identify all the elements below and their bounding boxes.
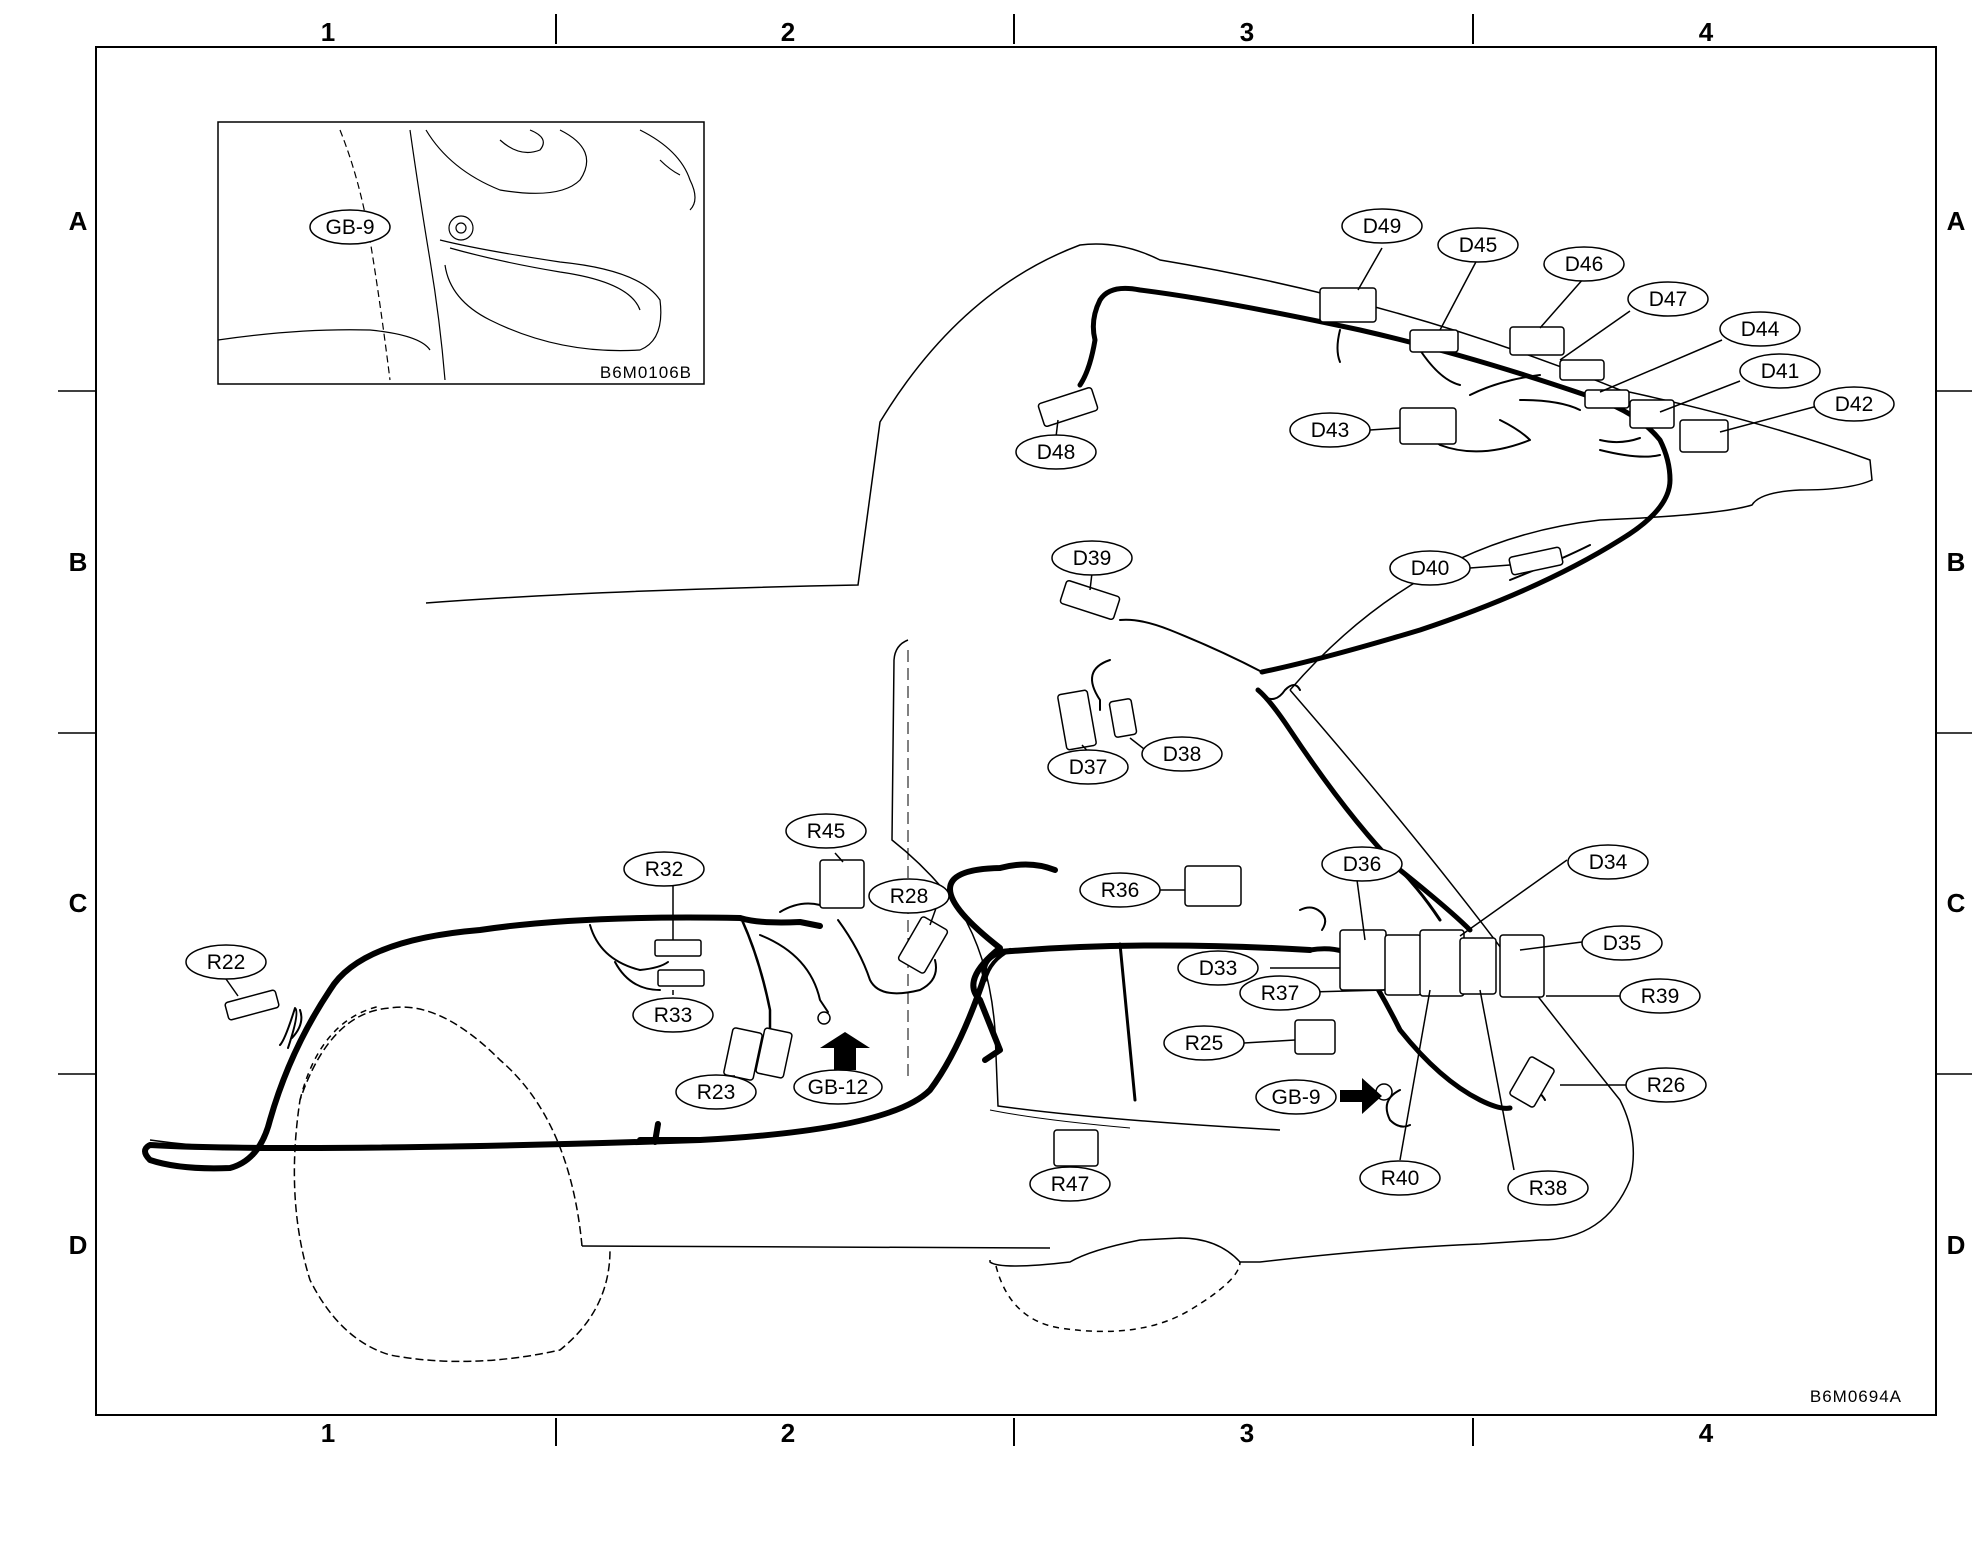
connector-callout-R32: R32 xyxy=(623,851,705,887)
arrow-icon xyxy=(820,1032,870,1070)
connector-label: R38 xyxy=(1529,1177,1568,1200)
connector-callout-D47: D47 xyxy=(1627,281,1709,317)
ground-callout-GB-9: GB-9 xyxy=(1255,1079,1337,1115)
connector-label: D46 xyxy=(1565,253,1604,276)
connector-label: R40 xyxy=(1381,1167,1420,1190)
connector-label: D39 xyxy=(1073,547,1112,570)
vehicle-outline xyxy=(149,243,1873,1363)
col-label-bottom-2: 2 xyxy=(781,1418,795,1448)
ground-callout-GB-12: GB-12 xyxy=(793,1069,883,1105)
connector-callout-D37: D37 xyxy=(1047,749,1129,785)
connector-label: D34 xyxy=(1589,851,1628,874)
connector-label: D47 xyxy=(1649,288,1688,311)
row-label-right-D: D xyxy=(1947,1230,1966,1260)
connector-callout-R36: R36 xyxy=(1079,872,1161,908)
row-label-right-B: B xyxy=(1947,547,1966,577)
connector-label: R26 xyxy=(1647,1074,1686,1097)
connector-label: R47 xyxy=(1051,1173,1090,1196)
connector-callout-D43: D43 xyxy=(1289,412,1371,448)
connector-callout-D39: D39 xyxy=(1051,540,1133,576)
connector-callout-D42: D42 xyxy=(1813,386,1895,422)
col-label-top-2: 2 xyxy=(781,17,795,47)
inset-ground-callout-GB-9: GB-9 xyxy=(309,209,391,245)
connector-label: D41 xyxy=(1761,360,1800,383)
connector-callout-D38: D38 xyxy=(1141,736,1223,772)
col-label-bottom-1: 1 xyxy=(321,1418,335,1448)
connector-label: R25 xyxy=(1185,1032,1224,1055)
connector-callout-D41: D41 xyxy=(1739,353,1821,389)
connector-callout-D40: D40 xyxy=(1389,550,1471,586)
callout-leaders xyxy=(225,247,1826,1171)
connector-label: R33 xyxy=(654,1004,693,1027)
connector-label: D33 xyxy=(1199,957,1238,980)
col-label-top-3: 3 xyxy=(1240,17,1254,47)
col-label-top-4: 4 xyxy=(1699,17,1714,47)
connector-callout-D36: D36 xyxy=(1321,846,1403,882)
connector-callout-R28: R28 xyxy=(868,878,950,914)
col-label-bottom-3: 3 xyxy=(1240,1418,1254,1448)
connector-label: D37 xyxy=(1069,756,1108,779)
connector-callout-D45: D45 xyxy=(1437,227,1519,263)
connector-label: R45 xyxy=(807,820,846,843)
diagram-frame xyxy=(58,14,1972,1446)
connector-callout-D35: D35 xyxy=(1581,925,1663,961)
connector-label: R28 xyxy=(890,885,929,908)
row-label-left-C: C xyxy=(69,888,88,918)
connector-label: R22 xyxy=(207,951,246,974)
row-label-left-A: A xyxy=(69,206,88,236)
connector-label: D45 xyxy=(1459,234,1498,257)
connector-label: R32 xyxy=(645,858,684,881)
col-label-top-1: 1 xyxy=(321,17,335,47)
connector-callout-R47: R47 xyxy=(1029,1166,1111,1202)
connector-callout-D33: D33 xyxy=(1177,950,1259,986)
grid-labels: 1 2 3 4 1 2 3 4 A B C D A B C D xyxy=(69,17,1966,1448)
connector-callout-R45: R45 xyxy=(785,813,867,849)
col-label-bottom-4: 4 xyxy=(1699,1418,1714,1448)
connector-callout-R39: R39 xyxy=(1619,978,1701,1014)
connector-label: R39 xyxy=(1641,985,1680,1008)
inset-ground-label: GB-9 xyxy=(325,216,374,239)
connector-label: R36 xyxy=(1101,879,1140,902)
connector-callout-D49: D49 xyxy=(1341,208,1423,244)
connector-label: D49 xyxy=(1363,215,1402,238)
connector-label: D43 xyxy=(1311,419,1350,442)
connector-callout-R26: R26 xyxy=(1625,1067,1707,1103)
connector-callout-R33: R33 xyxy=(632,997,714,1033)
arrow-icon xyxy=(1340,1078,1382,1114)
connector-callout-R25: R25 xyxy=(1163,1025,1245,1061)
connector-callout-R37: R37 xyxy=(1239,975,1321,1011)
ground-label: GB-12 xyxy=(808,1076,869,1099)
connector-label: D44 xyxy=(1741,318,1780,341)
callouts: D49 D45 D46 D47 D44 D41 D42 D43 D48 D39 … xyxy=(185,208,1895,1206)
ground-label: GB-9 xyxy=(1271,1086,1320,1109)
connector-callout-D44: D44 xyxy=(1719,311,1801,347)
connector-callout-R38: R38 xyxy=(1507,1170,1589,1206)
figure-code-main: B6M0694A xyxy=(1810,1387,1902,1406)
connector-callout-R22: R22 xyxy=(185,944,267,980)
connector-label: R23 xyxy=(697,1081,736,1104)
connector-callout-R40: R40 xyxy=(1359,1160,1441,1196)
connector-sketches xyxy=(224,287,1729,1167)
row-label-left-D: D xyxy=(69,1230,88,1260)
row-label-left-B: B xyxy=(69,547,88,577)
inset-ground-location xyxy=(217,121,705,385)
connector-callout-D34: D34 xyxy=(1567,844,1649,880)
connector-label: R37 xyxy=(1261,982,1300,1005)
connector-label: D35 xyxy=(1603,932,1642,955)
row-label-right-A: A xyxy=(1947,206,1966,236)
connector-label: D48 xyxy=(1037,441,1076,464)
figure-code-inset: B6M0106B xyxy=(600,363,692,382)
connector-label: D36 xyxy=(1343,853,1382,876)
connector-callout-D46: D46 xyxy=(1543,246,1625,282)
connector-label: D40 xyxy=(1411,557,1450,580)
connector-label: D42 xyxy=(1835,393,1874,416)
connector-callout-R23: R23 xyxy=(675,1074,757,1110)
connector-label: D38 xyxy=(1163,743,1202,766)
connector-callout-D48: D48 xyxy=(1015,434,1097,470)
row-label-right-C: C xyxy=(1947,888,1966,918)
